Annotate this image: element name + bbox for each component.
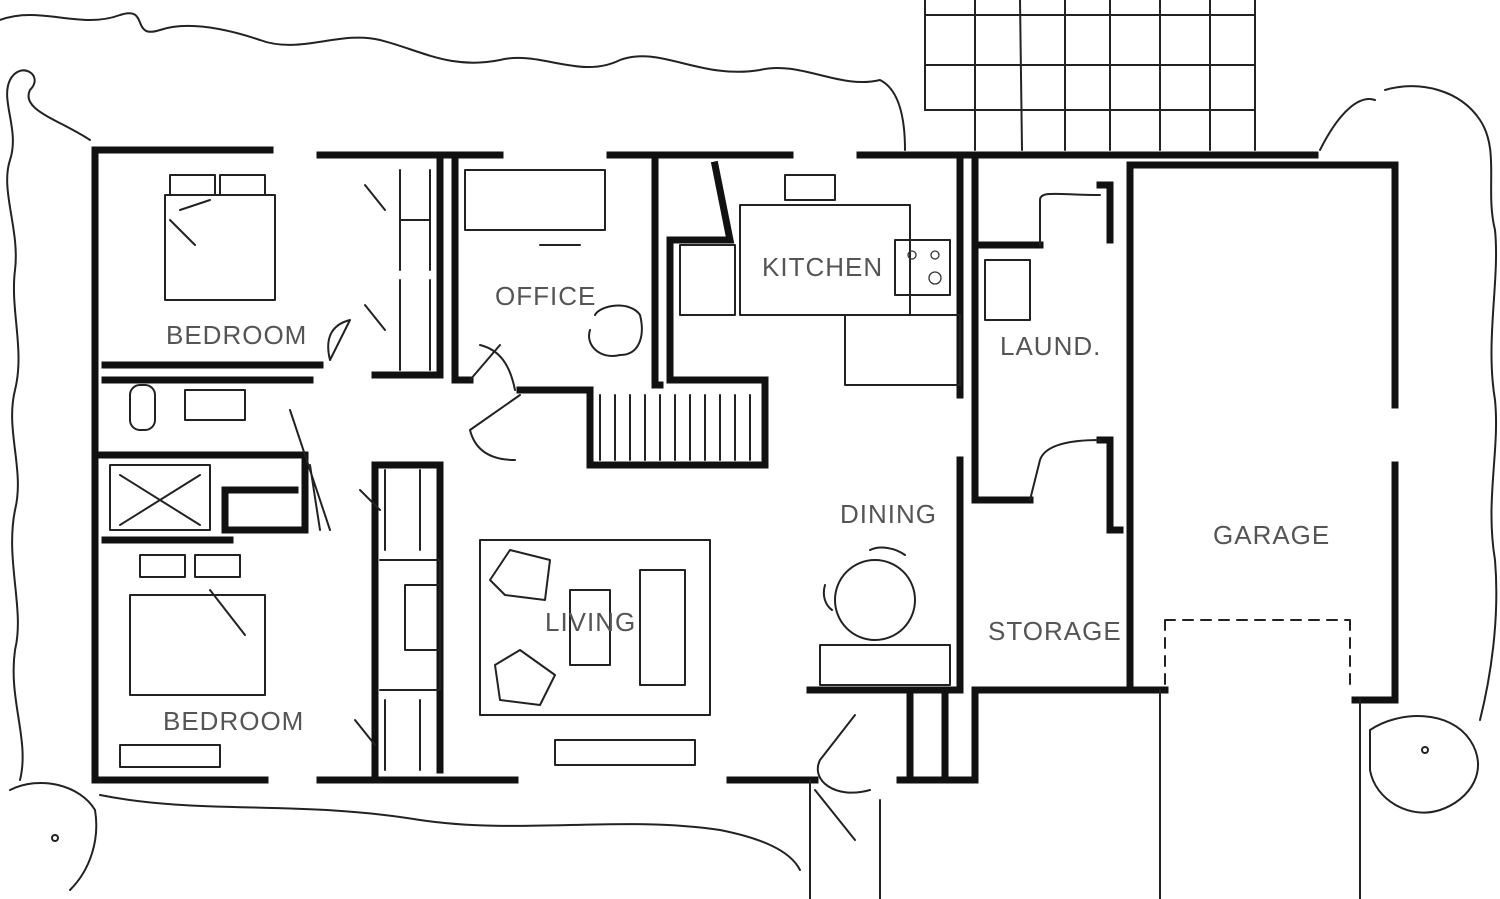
burner-1 (907, 250, 917, 260)
bed-top (164, 194, 276, 301)
doors (289, 192, 1101, 841)
wall-laundry (971, 156, 1124, 534)
pillow-top-1 (169, 174, 216, 196)
hedge-top (0, 12, 906, 151)
sofa (639, 569, 686, 686)
dining-table (834, 559, 916, 641)
door-office (469, 344, 516, 391)
landscaping (0, 12, 1498, 891)
dresser-bottom (119, 744, 221, 768)
armchair-bottom (494, 649, 556, 706)
kitchen-island (844, 314, 961, 386)
wall-office-right (651, 156, 735, 389)
closets (354, 169, 431, 771)
washer (984, 259, 1031, 321)
armchair-top (489, 549, 551, 601)
furniture (109, 169, 1361, 899)
shrub-bottom-right (1369, 715, 1480, 814)
wall-top (91, 146, 1319, 159)
driveway (1159, 689, 1361, 899)
interior-walls (96, 156, 1124, 784)
label-dining: DINING (840, 499, 937, 529)
entry-walk (809, 779, 881, 899)
door-laundry (1039, 192, 1101, 246)
door-bedroom-top (327, 319, 351, 361)
door-entry (814, 714, 871, 841)
fireplace (379, 559, 441, 691)
blanket-bottom (209, 589, 246, 636)
door-stair (469, 394, 521, 461)
coffee-table (569, 589, 611, 666)
paver-horizontals (924, 14, 1256, 111)
bed-bottom (129, 594, 266, 696)
closet-rods (384, 169, 431, 771)
closet-doors (354, 184, 386, 746)
shower-x (119, 474, 201, 526)
label-kitchen: KITCHEN (762, 252, 883, 282)
shrub-dot-right (1421, 746, 1429, 754)
door-bath (289, 409, 331, 531)
dining-chairs (822, 546, 906, 611)
burner-2 (930, 250, 940, 260)
pillow-bottom-1 (139, 554, 186, 578)
patio-pavers (924, 0, 1256, 151)
wall-bedroom-office (101, 156, 474, 384)
buffet (819, 644, 951, 686)
hedge-right (1384, 85, 1498, 721)
exterior-walls (91, 146, 1399, 784)
hedge-bottom (99, 794, 801, 871)
paver-verticals (924, 0, 1256, 151)
hedge-left (6, 69, 91, 781)
label-bedroom-bottom: BEDROOM (163, 706, 304, 736)
burner-3 (928, 271, 942, 285)
label-office: OFFICE (495, 281, 596, 311)
stair-treads (599, 394, 751, 461)
wall-bottom-right (896, 686, 1169, 784)
desk (464, 169, 606, 231)
refrigerator (679, 244, 736, 316)
shower (109, 464, 211, 531)
wall-closet-entry (906, 686, 949, 784)
room-labels: BEDROOM OFFICE KITCHEN LAUND. DINING LIV… (163, 252, 1330, 736)
console-table (554, 739, 696, 766)
stove (894, 239, 951, 296)
label-bedroom-top: BEDROOM (166, 320, 307, 350)
kitchen-appliance (784, 174, 836, 201)
label-laundry: LAUND. (1000, 331, 1101, 361)
pillow-top-2 (219, 174, 266, 196)
living-rug (479, 539, 711, 716)
kitchen-counter (739, 204, 911, 316)
wall-garage (1126, 161, 1399, 704)
wall-stairs (516, 236, 769, 469)
blanket-top (169, 199, 211, 246)
office-chair (588, 304, 643, 357)
sink (184, 389, 246, 421)
toilet (129, 384, 156, 431)
label-garage: GARAGE (1213, 520, 1330, 550)
shrub-dot-left (51, 834, 59, 842)
wall-bath (96, 376, 314, 534)
label-storage: STORAGE (988, 616, 1122, 646)
garage-corner-curve (1319, 98, 1376, 151)
door-storage (1029, 439, 1101, 501)
wall-left-bottom (91, 146, 819, 784)
stair-lines (599, 394, 751, 461)
shrub-bottom-left (9, 782, 98, 891)
garage-car (1164, 619, 1351, 691)
pillow-bottom-2 (194, 554, 241, 578)
label-living: LIVING (545, 607, 636, 637)
